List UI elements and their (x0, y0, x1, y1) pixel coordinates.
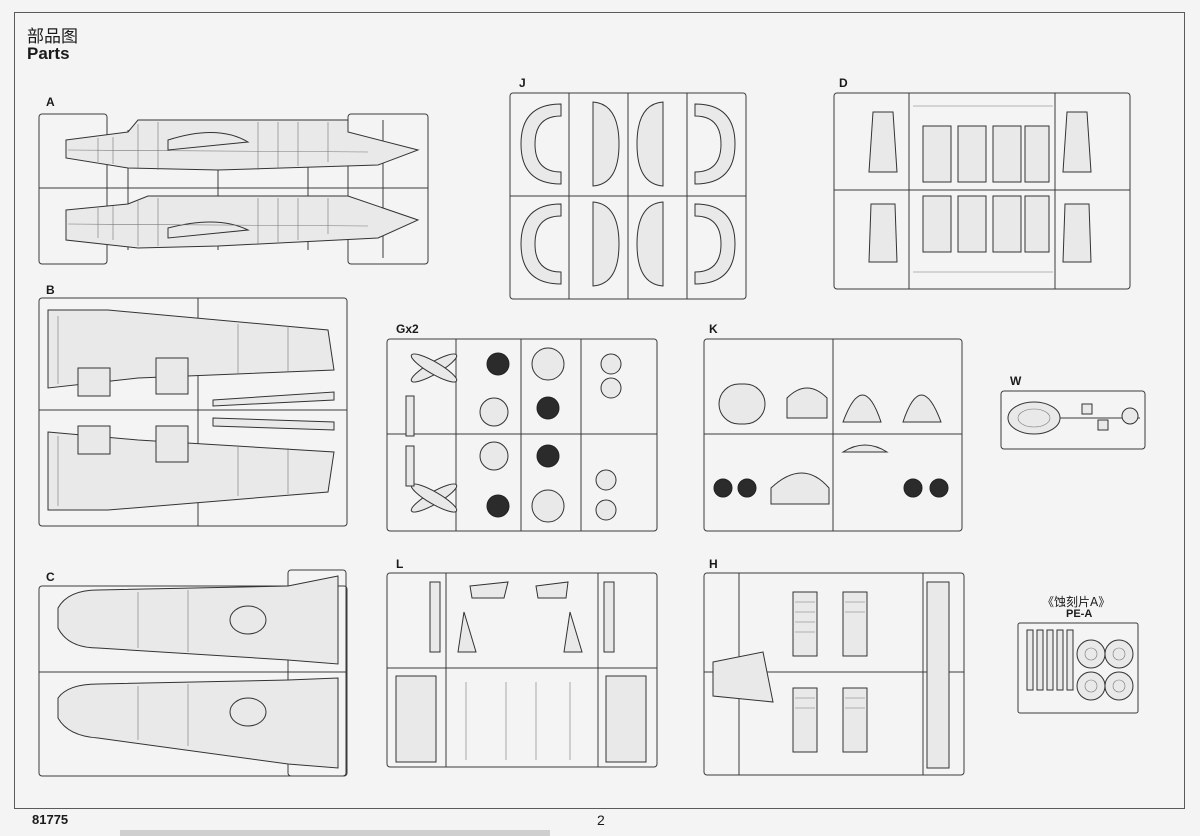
sprue-label-b: B (46, 283, 55, 297)
sprue-k-drawing (703, 338, 963, 532)
sprue-h-drawing (703, 572, 965, 776)
sprue-c (38, 568, 350, 778)
product-code: 81775 (32, 812, 69, 827)
sprue-d (833, 92, 1131, 290)
sprue-g (386, 338, 658, 532)
sprue-label-h: H (709, 557, 718, 571)
sprue-w (1000, 390, 1146, 450)
sprue-label-g: Gx2 (396, 322, 419, 336)
sprue-j (509, 92, 747, 300)
sprue-label-k: K (709, 322, 718, 336)
sprue-label-l: L (396, 557, 404, 571)
sprue-label-j: J (519, 76, 526, 90)
photo-etch-title: 《蚀刻片A》 (1042, 595, 1111, 609)
sprue-label-d: D (839, 76, 848, 90)
sprue-label-a: A (46, 95, 55, 109)
sprue-a (38, 110, 430, 268)
sprue-c-drawing (38, 569, 348, 777)
sprue-w-drawing (1000, 390, 1146, 450)
sprue-label-w: W (1010, 374, 1022, 388)
sprue-b (38, 296, 350, 528)
sprue-k (703, 338, 963, 532)
sprue-l (386, 572, 658, 768)
page-frame (14, 12, 1185, 809)
sprue-d-drawing (833, 92, 1131, 290)
footer-bar (120, 830, 550, 836)
sprue-j-drawing (509, 92, 747, 300)
title-english: Parts (27, 44, 70, 63)
page-number: 2 (597, 812, 605, 828)
sprue-h (703, 572, 965, 776)
photo-etch-drawing (1017, 622, 1139, 714)
sprue-l-drawing (386, 572, 658, 768)
sprue-g-drawing (386, 338, 658, 532)
title-chinese: 部品图 (27, 27, 78, 47)
sprue-a-drawing (38, 113, 429, 265)
sprue-b-drawing (38, 297, 348, 527)
photo-etch-fret (1017, 622, 1139, 714)
sprue-label-c: C (46, 570, 55, 584)
photo-etch-code: PE-A (1066, 608, 1093, 620)
